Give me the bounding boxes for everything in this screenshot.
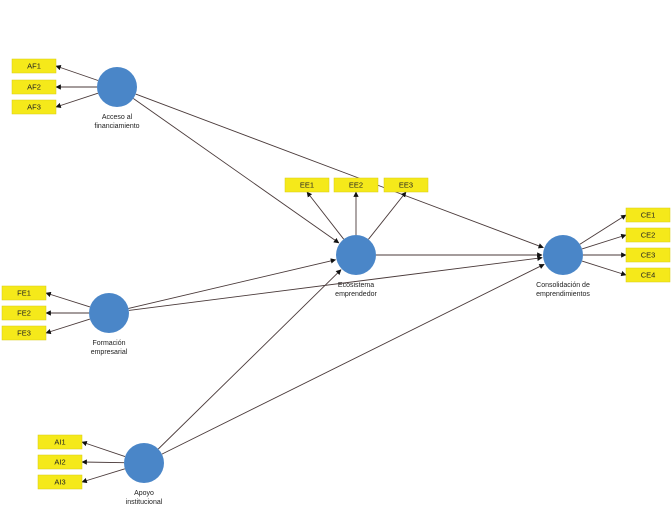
indicator-ai2[interactable]: AI2 bbox=[37, 454, 83, 470]
latent-ee[interactable]: Ecosistema emprendedor bbox=[335, 235, 377, 298]
loading-ce4 bbox=[581, 260, 627, 277]
indicator-fe1[interactable]: FE1 bbox=[1, 285, 47, 301]
indicator-ai1[interactable]: AI1 bbox=[37, 434, 83, 450]
indicator-label: FE2 bbox=[17, 308, 31, 317]
indicator-box bbox=[625, 267, 671, 283]
indicator-box bbox=[37, 454, 83, 470]
latent-label: emprendimientos bbox=[536, 291, 590, 298]
indicator-box bbox=[333, 177, 379, 193]
path-fe-to-ee bbox=[128, 258, 337, 309]
loading-ee3 bbox=[368, 191, 407, 240]
latent-label: emprendedor bbox=[335, 291, 377, 298]
indicator-box bbox=[11, 99, 57, 115]
indicator-label: FE1 bbox=[17, 288, 31, 297]
indicator-fe2[interactable]: FE2 bbox=[1, 305, 47, 321]
path-af-to-ee bbox=[133, 98, 340, 244]
indicator-label: AF1 bbox=[27, 61, 41, 70]
latent-label: Consolidación de bbox=[536, 282, 590, 289]
indicator-fe3[interactable]: FE3 bbox=[1, 325, 47, 341]
loading-af3 bbox=[55, 92, 99, 109]
latent-circle bbox=[336, 235, 376, 275]
path-fe-to-ce bbox=[128, 255, 543, 311]
latent-label: Ecosistema bbox=[338, 282, 374, 289]
latent-circle bbox=[543, 235, 583, 275]
indicator-box bbox=[37, 434, 83, 450]
indicator-ce4[interactable]: CE4 bbox=[625, 267, 671, 283]
latent-label: financiamiento bbox=[94, 123, 139, 130]
indicator-label: EE1 bbox=[300, 180, 314, 189]
indicator-ee1[interactable]: EE1 bbox=[284, 177, 330, 193]
indicator-label: CE4 bbox=[641, 270, 656, 279]
indicator-box bbox=[284, 177, 330, 193]
indicator-ee2[interactable]: EE2 bbox=[333, 177, 379, 193]
indicator-ce2[interactable]: CE2 bbox=[625, 227, 671, 243]
latent-circle bbox=[89, 293, 129, 333]
indicator-box bbox=[11, 79, 57, 95]
indicator-label: CE2 bbox=[641, 230, 656, 239]
latent-circle bbox=[97, 67, 137, 107]
indicator-ce3[interactable]: CE3 bbox=[625, 247, 671, 263]
indicator-box bbox=[1, 285, 47, 301]
indicator-box bbox=[625, 247, 671, 263]
indicator-label: EE2 bbox=[349, 180, 363, 189]
loading-ce2 bbox=[581, 233, 627, 250]
indicator-label: AF2 bbox=[27, 82, 41, 91]
latent-ce[interactable]: Consolidación de emprendimientos bbox=[536, 235, 590, 298]
latent-label: institucional bbox=[126, 499, 163, 506]
path-af-to-ce bbox=[135, 93, 544, 249]
indicator-label: AI2 bbox=[54, 457, 65, 466]
latent-ai[interactable]: Apoyo institucional bbox=[124, 443, 164, 506]
indicator-box bbox=[383, 177, 429, 193]
indicator-label: AI1 bbox=[54, 437, 65, 446]
indicator-af1[interactable]: AF1 bbox=[11, 58, 57, 74]
latent-circle bbox=[124, 443, 164, 483]
indicator-label: AF3 bbox=[27, 102, 41, 111]
indicator-ee3[interactable]: EE3 bbox=[383, 177, 429, 193]
latent-label: Formación bbox=[92, 340, 125, 347]
loading-ai2 bbox=[81, 459, 125, 465]
indicator-label: CE1 bbox=[641, 210, 656, 219]
loading-af1 bbox=[55, 65, 99, 81]
indicator-label: AI3 bbox=[54, 477, 65, 486]
latent-fe[interactable]: Formación empresarial bbox=[89, 293, 129, 356]
path-ai-to-ee bbox=[157, 269, 342, 450]
latent-label: Apoyo bbox=[134, 490, 154, 497]
indicator-box bbox=[1, 305, 47, 321]
indicator-label: FE3 bbox=[17, 328, 31, 337]
indicator-label: CE3 bbox=[641, 250, 656, 259]
latent-af[interactable]: Acceso al financiamiento bbox=[94, 67, 140, 130]
indicator-box bbox=[1, 325, 47, 341]
loading-fe1 bbox=[45, 291, 91, 308]
latent-label: empresarial bbox=[91, 349, 128, 356]
path-ai-to-ce bbox=[161, 263, 545, 455]
loading-ce1 bbox=[579, 214, 627, 245]
indicator-ce1[interactable]: CE1 bbox=[625, 207, 671, 223]
loading-ee1 bbox=[306, 191, 345, 240]
indicator-box bbox=[625, 207, 671, 223]
latent-label: Acceso al bbox=[102, 114, 133, 121]
indicator-label: EE3 bbox=[399, 180, 413, 189]
indicator-ai3[interactable]: AI3 bbox=[37, 474, 83, 490]
indicator-af2[interactable]: AF2 bbox=[11, 79, 57, 95]
indicator-af3[interactable]: AF3 bbox=[11, 99, 57, 115]
indicator-box bbox=[37, 474, 83, 490]
loading-ai1 bbox=[81, 441, 126, 458]
loading-ai3 bbox=[81, 468, 126, 484]
indicator-box bbox=[625, 227, 671, 243]
loading-fe3 bbox=[45, 318, 91, 335]
indicator-box bbox=[11, 58, 57, 74]
